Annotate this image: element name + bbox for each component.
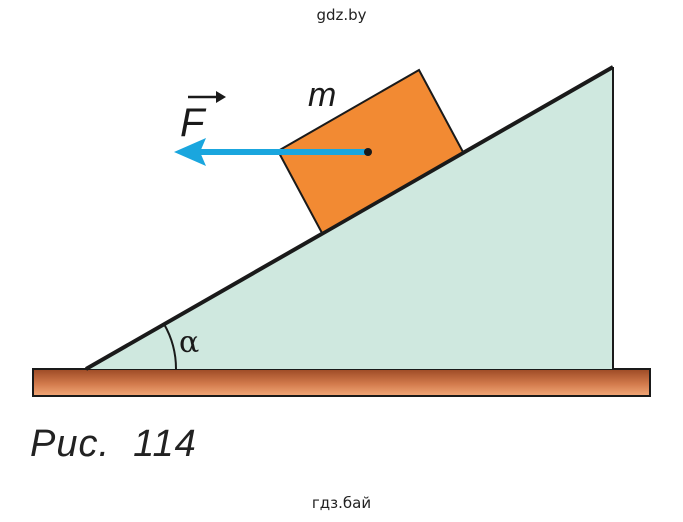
force-arrow-head: [174, 138, 206, 166]
force-vector-arrowhead: [216, 91, 226, 103]
angle-label: α: [179, 325, 199, 360]
center-of-mass-dot: [364, 148, 372, 156]
watermark-top: gdz.by: [316, 6, 367, 24]
watermark-bottom: гдз.бай: [311, 494, 372, 512]
force-label: F: [180, 101, 207, 145]
ground-surface: [32, 368, 651, 397]
mass-label: m: [308, 76, 336, 114]
angle-arc: [163, 323, 178, 370]
figure-caption: Рис. 114: [30, 423, 197, 465]
